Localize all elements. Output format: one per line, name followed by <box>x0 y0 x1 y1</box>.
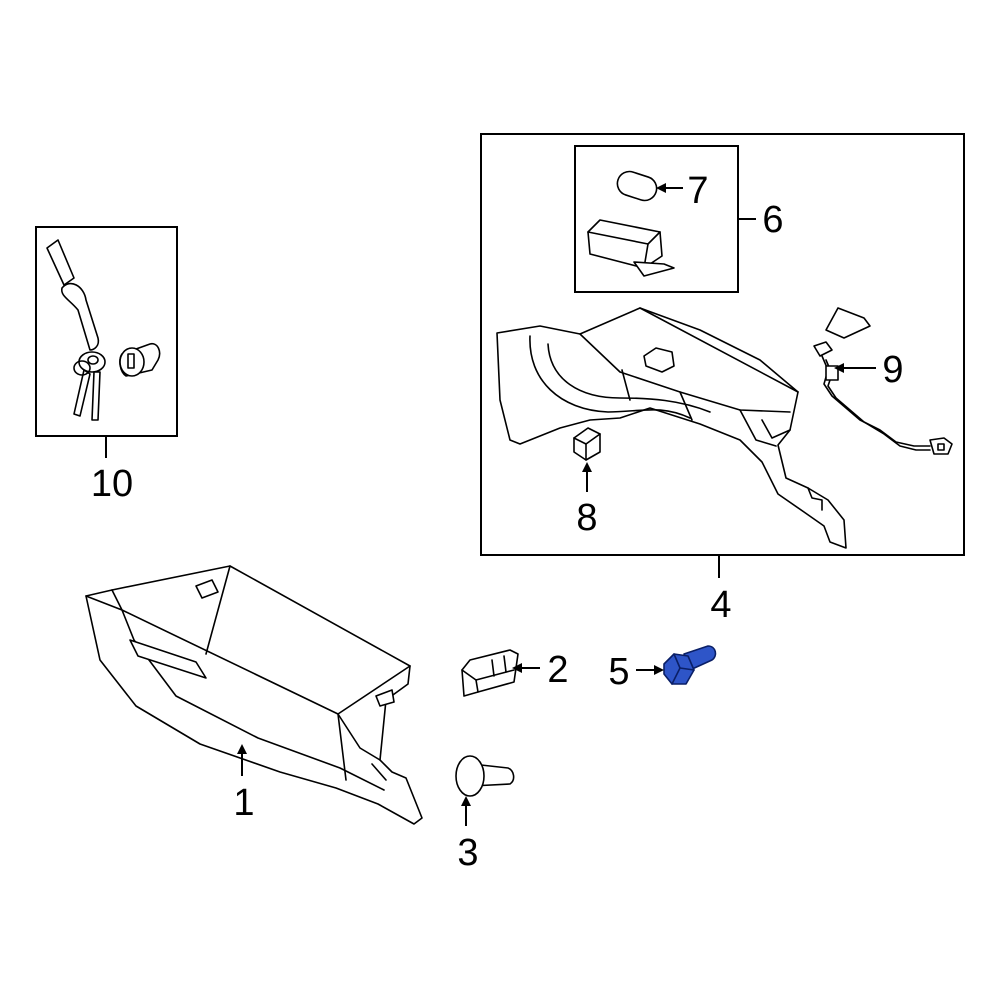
callout-6: 6 <box>762 199 783 241</box>
bulb-part-7 <box>616 170 658 202</box>
group-box-4 <box>480 133 965 556</box>
wiring-harness-part-9 <box>813 307 953 455</box>
arrow-3 <box>461 796 471 806</box>
callout-10: 10 <box>91 463 133 505</box>
arrow-5 <box>654 665 664 675</box>
bracket-part-2 <box>461 649 519 697</box>
arrow-7 <box>656 183 666 193</box>
callout-7: 7 <box>687 170 708 212</box>
callout-2: 2 <box>547 649 568 691</box>
callout-3: 3 <box>457 832 478 874</box>
callout-9: 9 <box>882 349 903 391</box>
arrow-2 <box>512 663 522 673</box>
bolt-part-5 <box>663 645 717 685</box>
callout-5: 5 <box>608 651 629 693</box>
glove-box-housing <box>496 307 847 549</box>
key-and-lock-cylinder <box>46 239 161 421</box>
glove-box-door-part-1 <box>85 565 423 825</box>
callout-1: 1 <box>233 782 254 824</box>
callout-4: 4 <box>710 584 731 626</box>
arrow-1 <box>237 744 247 754</box>
arrow-8 <box>582 462 592 472</box>
callout-8: 8 <box>576 497 597 539</box>
arrow-9 <box>834 363 844 373</box>
lamp-housing <box>587 219 675 277</box>
clip-part-8 <box>573 427 601 461</box>
bumper-pin-part-3 <box>455 755 515 797</box>
